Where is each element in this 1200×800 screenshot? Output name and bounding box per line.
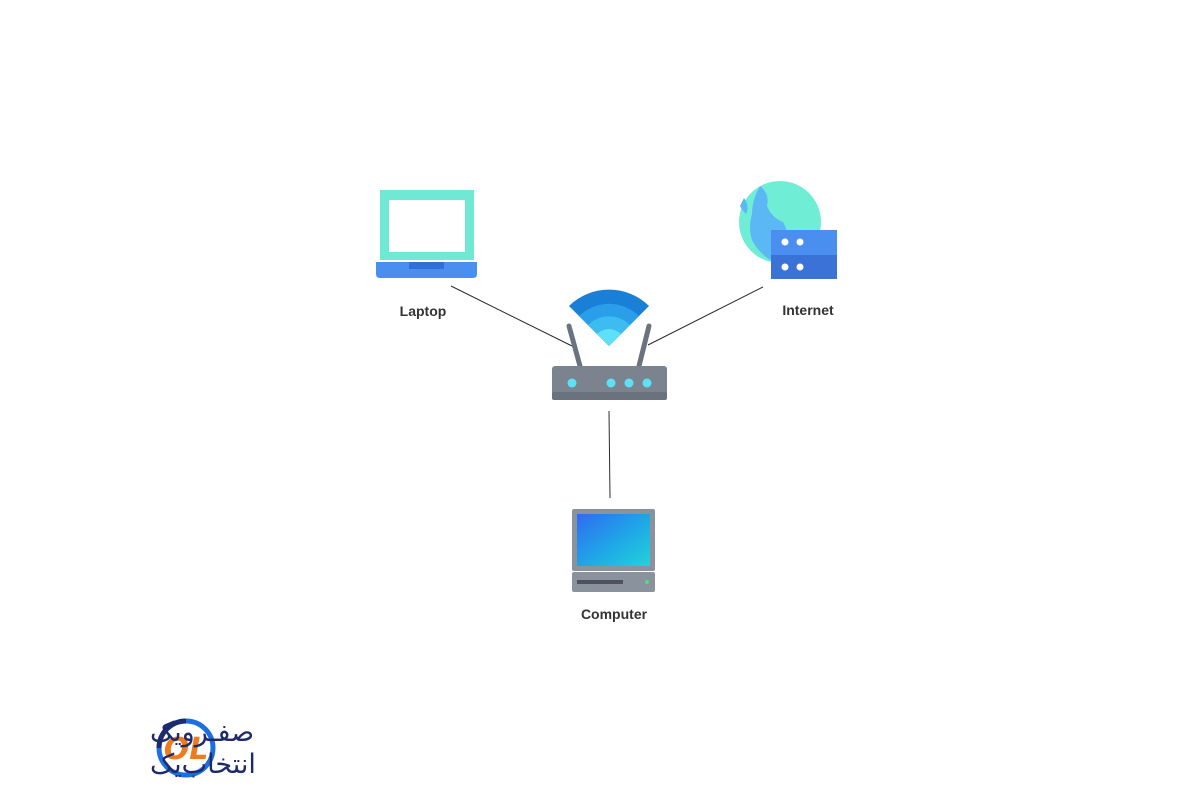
- router-node: [552, 289, 667, 400]
- desktop-computer-icon: [572, 509, 655, 592]
- brand-mark-text: OL: [164, 732, 209, 767]
- laptop-icon: [376, 190, 477, 278]
- internet-node: Internet: [739, 181, 837, 318]
- edge-internet-router: [647, 286, 764, 346]
- wifi-router-icon: [552, 289, 667, 400]
- computer-node: Computer: [572, 509, 655, 622]
- laptop-node: Laptop: [376, 190, 477, 319]
- edge-laptop-router: [450, 285, 573, 347]
- computer-label: Computer: [581, 606, 648, 622]
- internet-label: Internet: [782, 302, 834, 318]
- brand-name-line1: صفـرویک: [150, 717, 254, 748]
- laptop-label: Laptop: [400, 303, 447, 319]
- connections: [450, 285, 764, 499]
- brand-logo: OL صفـرویک انتخاب‌یک: [150, 717, 256, 780]
- wifi-icon: [569, 289, 649, 346]
- brand-mark-icon: OL: [156, 718, 216, 778]
- globe-server-icon: [739, 181, 837, 279]
- brand-name-line2: انتخاب‌یک: [150, 749, 256, 780]
- edge-router-computer: [608, 410, 611, 499]
